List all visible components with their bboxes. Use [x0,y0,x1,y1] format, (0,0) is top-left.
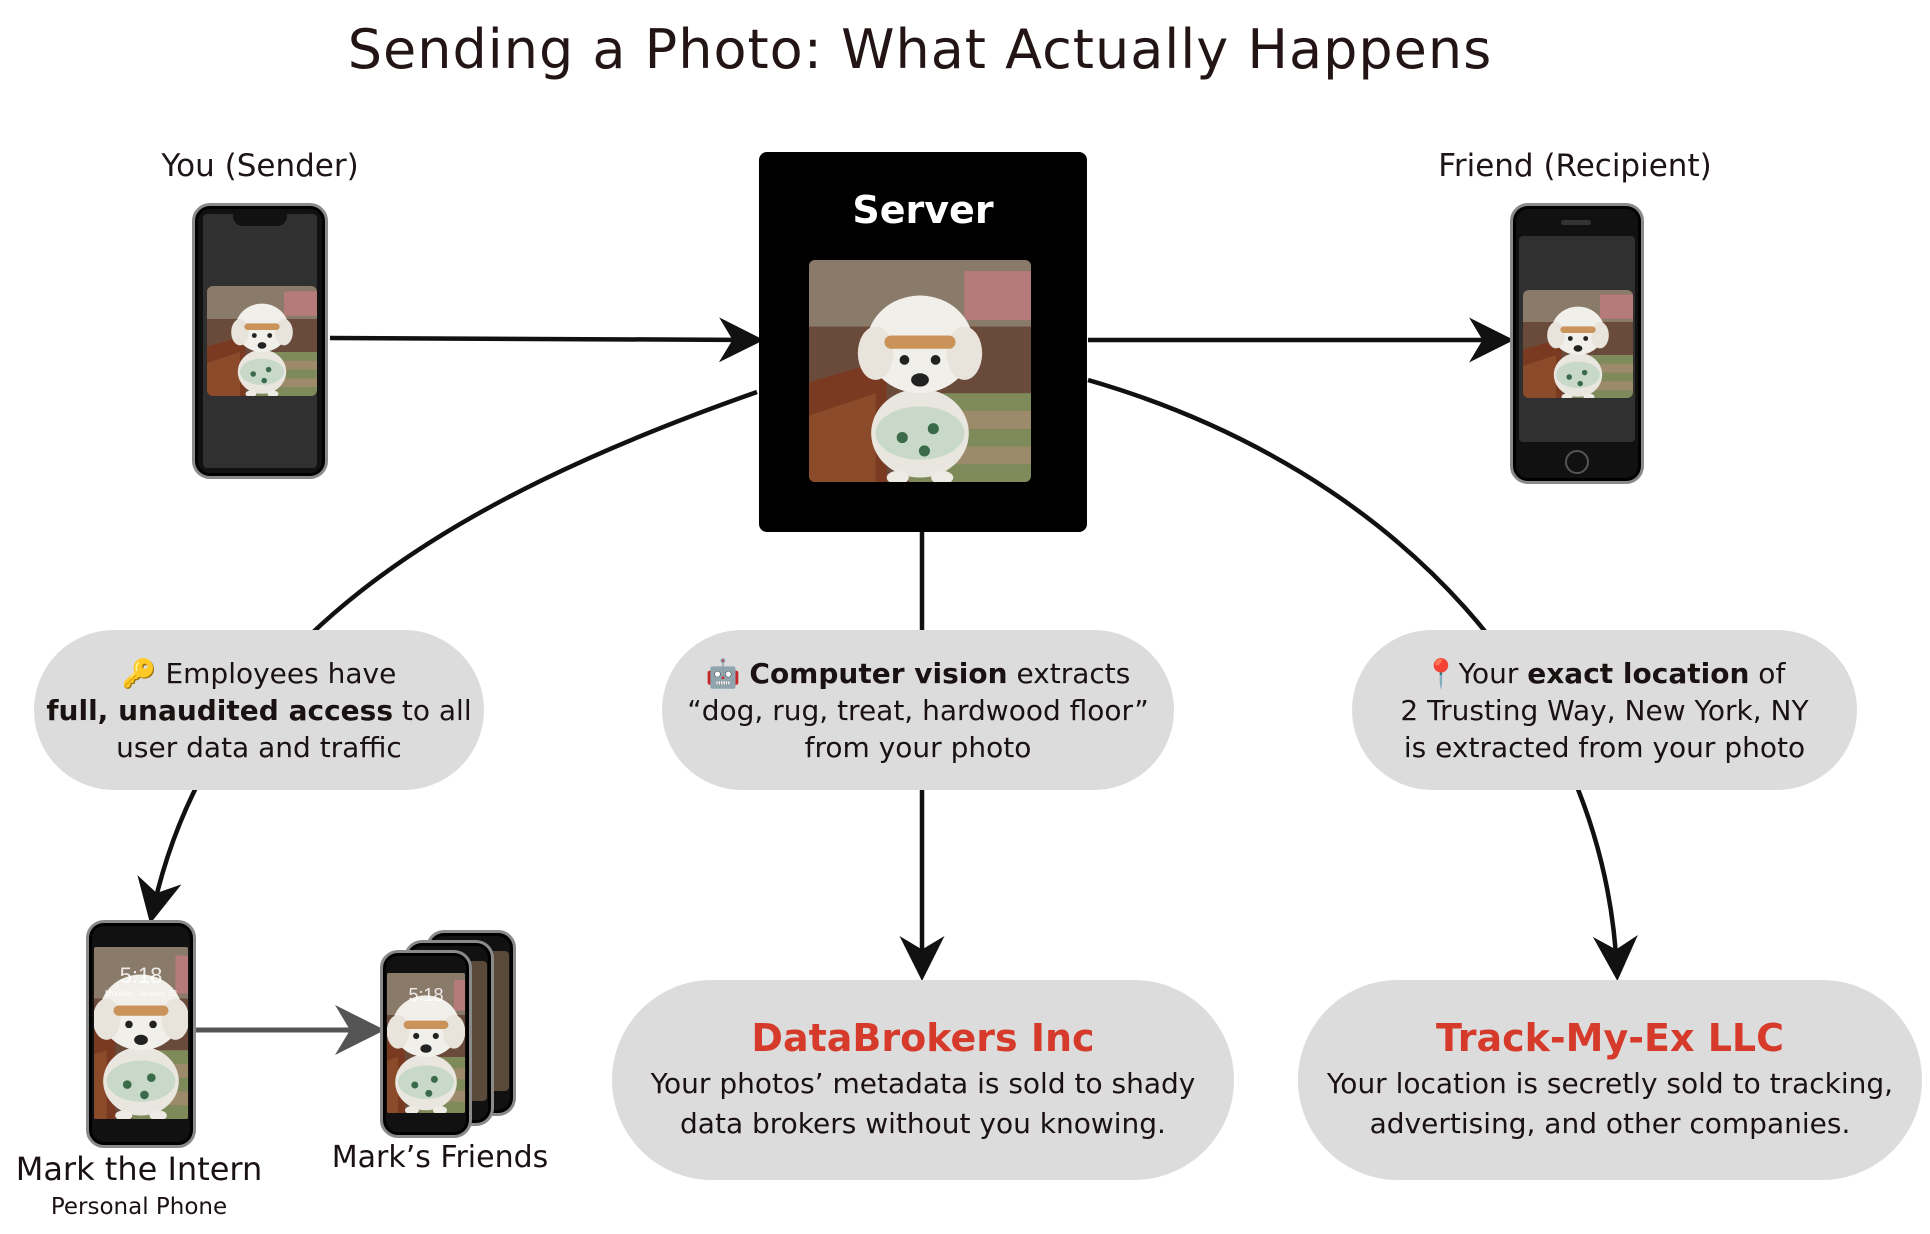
recipient-label: Friend (Recipient) [1438,148,1712,184]
employees-access-note: 🔑 Employees have full, unaudited access … [34,630,484,790]
arrow-server-to-tracker [1087,377,1638,981]
computer-vision-note: 🤖 Computer vision extracts “dog, rug, tr… [662,630,1174,790]
databrokers-name: DataBrokers Inc [751,1016,1095,1060]
friend-phone-1: 5:18 [380,950,472,1138]
page-title: Sending a Photo: What Actually Happens [347,18,1493,81]
arrow-server-to-intern [137,389,758,924]
tracker-name: Track-My-Ex LLC [1435,1016,1785,1060]
dog-photo [94,947,188,1119]
tracker-box: Track-My-Ex LLC Your location is secretl… [1298,980,1922,1180]
lock-screen-date: Monday, January 22 [105,989,177,998]
dog-photo [809,260,1031,482]
lock-screen-time: 5:18 [119,963,163,988]
databrokers-box: DataBrokers Inc Your photos’ metadata is… [612,980,1234,1180]
friends-label: Mark’s Friends [331,1140,549,1175]
sender-phone [192,203,328,479]
dog-photo [387,973,465,1113]
sender-label: You (Sender) [161,148,359,184]
robot-icon: 🤖 [705,656,741,690]
lock-screen-time: 5:18 [408,985,444,1005]
intern-phone: 5:18 Monday, January 22 [86,920,196,1148]
intern-label: Mark the Intern [15,1150,263,1188]
key-icon: 🔑 [121,656,157,690]
location-extraction-note: 📍Your exact location of 2 Trusting Way, … [1352,630,1857,790]
server-box: Server [759,152,1087,532]
server-label: Server [852,188,994,232]
dog-photo [207,286,317,396]
recipient-phone [1510,203,1644,484]
arrow-sender-to-server [329,317,764,363]
pin-icon: 📍 [1423,656,1459,690]
intern-sublabel: Personal Phone [50,1194,228,1220]
dog-photo [1523,290,1633,398]
